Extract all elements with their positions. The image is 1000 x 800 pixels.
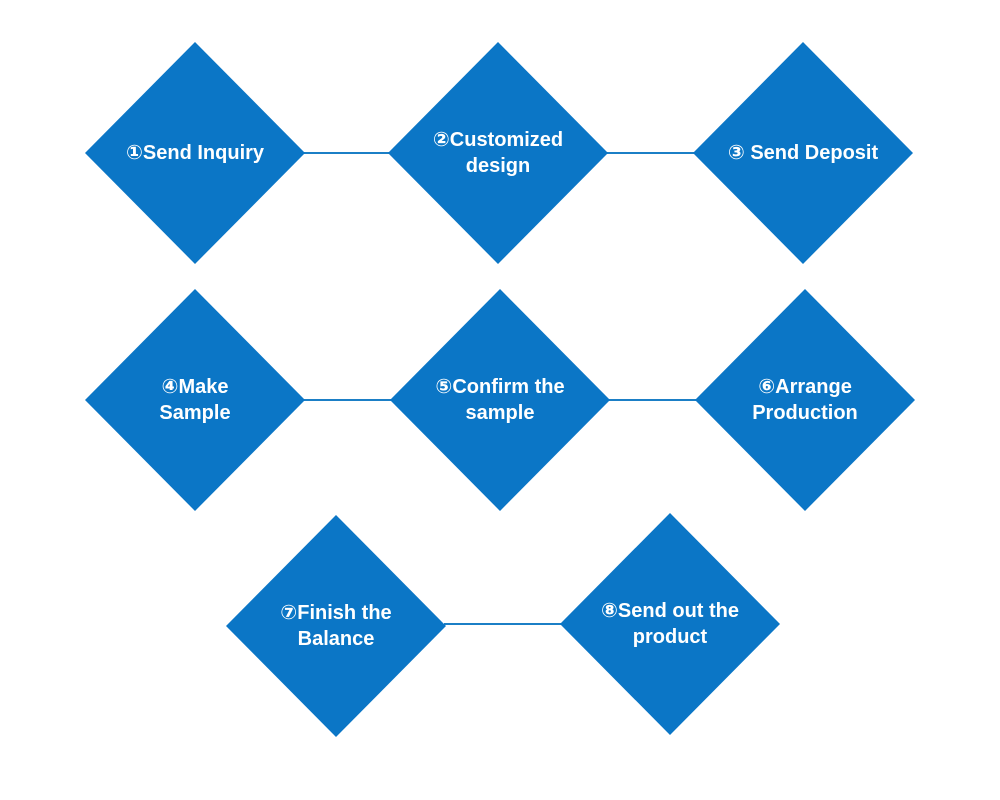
step-label: ②Customized xyxy=(432,129,564,151)
flow-step-8-send-out-product: ⑧Send out the product xyxy=(560,513,780,735)
step-label: ⑦Finish the xyxy=(280,602,392,624)
flow-step-5-confirm-sample: ⑤Confirm the sample xyxy=(390,289,610,511)
step-label: ⑥Arrange xyxy=(758,376,852,398)
step-label-line2: Balance xyxy=(297,628,375,650)
flow-step-2-customized-design: ②Customized design xyxy=(388,42,608,264)
flow-step-1-send-inquiry: ①Send Inquiry xyxy=(85,42,305,264)
connector-step2-step3 xyxy=(606,152,695,154)
flow-step-6-arrange-production: ⑥Arrange Production xyxy=(695,289,915,511)
step-label: ④Make xyxy=(161,376,229,398)
step-label: ⑤Confirm the xyxy=(435,376,565,398)
flow-step-3-send-deposit: ③ Send Deposit xyxy=(693,42,913,264)
step-label: ③ Send Deposit xyxy=(727,142,879,164)
step-label-line2: design xyxy=(465,155,531,177)
step-label-line2: Sample xyxy=(159,402,231,424)
flow-step-4-make-sample: ④Make Sample xyxy=(85,289,305,511)
connector-step7-step8 xyxy=(444,623,562,625)
step-label-line2: sample xyxy=(465,402,535,424)
step-label: ①Send Inquiry xyxy=(125,142,265,164)
flow-step-7-finish-balance: ⑦Finish the Balance xyxy=(226,515,446,737)
step-label-line2: Production xyxy=(752,402,858,424)
connector-step4-step5 xyxy=(303,399,392,401)
step-label-line2: product xyxy=(632,626,708,648)
connector-step1-step2 xyxy=(303,152,390,154)
connector-step5-step6 xyxy=(608,399,697,401)
step-label: ⑧Send out the xyxy=(600,600,740,622)
